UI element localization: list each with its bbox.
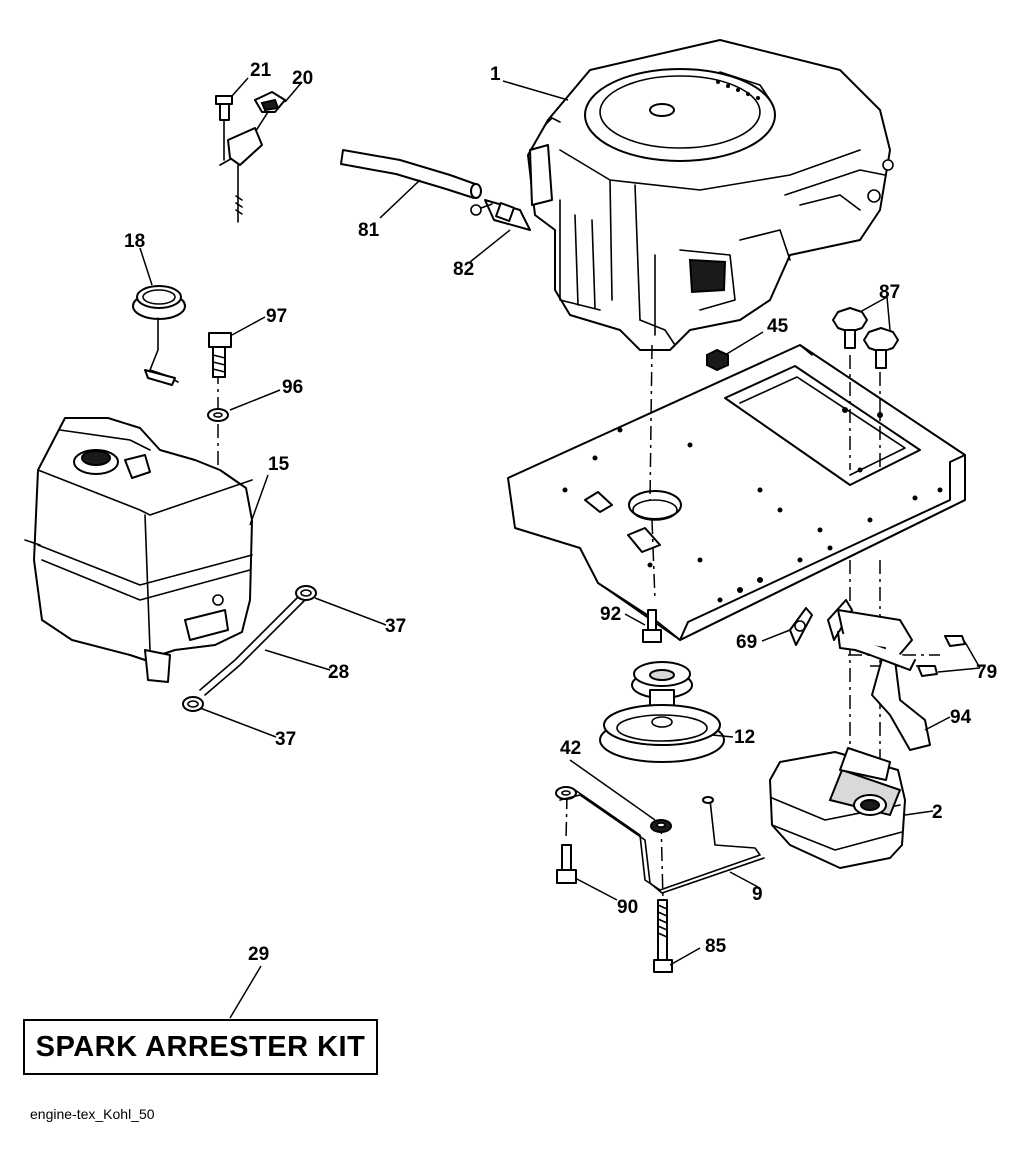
callout-37-bottom: 37 xyxy=(275,729,296,750)
callout-94: 94 xyxy=(950,707,972,728)
callout-2: 2 xyxy=(932,802,943,823)
callout-92: 92 xyxy=(600,604,621,625)
spark-arrester-kit-label: SPARK ARRESTER KIT xyxy=(35,1030,366,1063)
callout-87: 87 xyxy=(879,282,900,303)
bolt-90 xyxy=(556,844,577,884)
bolt-92 xyxy=(642,609,662,643)
callout-15: 15 xyxy=(268,454,290,475)
callout-82: 82 xyxy=(453,259,474,280)
callout-1: 1 xyxy=(490,64,501,85)
callout-90: 90 xyxy=(617,897,638,918)
fuel-line xyxy=(340,149,482,199)
engine-cooling-vents-icon xyxy=(716,80,760,100)
callout-97: 97 xyxy=(266,306,287,327)
callout-45: 45 xyxy=(767,316,789,337)
callout-42: 42 xyxy=(560,738,581,759)
pulley xyxy=(599,661,725,763)
callout-79: 79 xyxy=(976,662,997,683)
muffler xyxy=(769,747,906,869)
callout-20: 20 xyxy=(292,68,313,89)
spark-arrester-kit-box: SPARK ARRESTER KIT xyxy=(23,1019,378,1075)
rod-bracket xyxy=(555,786,765,894)
fuel-tank xyxy=(24,417,253,683)
callout-18: 18 xyxy=(124,231,145,252)
washer-42 xyxy=(650,819,672,833)
callout-85: 85 xyxy=(705,936,727,957)
engine xyxy=(527,39,894,351)
exhaust-screws xyxy=(917,635,966,677)
bolt-97 xyxy=(208,332,232,378)
callout-9: 9 xyxy=(752,884,763,905)
nut xyxy=(706,348,729,372)
fuel-filter xyxy=(470,199,531,231)
throttle-bracket xyxy=(215,91,286,223)
chassis-holes xyxy=(562,407,943,603)
callout-12: 12 xyxy=(734,727,755,748)
callout-labels: 1 81 82 21 20 18 97 96 15 37 28 37 45 87… xyxy=(124,60,997,965)
exhaust-pipe xyxy=(837,609,931,751)
bolt-85 xyxy=(653,899,673,973)
callout-37-top: 37 xyxy=(385,616,406,637)
callout-29: 29 xyxy=(248,944,269,965)
fuel-cap xyxy=(132,285,186,386)
chassis-plate xyxy=(507,344,966,641)
callout-96: 96 xyxy=(282,377,303,398)
knob-bolts xyxy=(832,307,899,369)
callout-69: 69 xyxy=(736,632,757,653)
hose-clamps xyxy=(182,585,317,712)
file-reference: engine-tex_Kohl_50 xyxy=(30,1106,155,1122)
washer-96 xyxy=(207,408,229,422)
callout-28: 28 xyxy=(328,662,349,683)
fuel-hose xyxy=(199,594,306,696)
callout-81: 81 xyxy=(358,220,380,241)
leader-lines xyxy=(139,77,981,1019)
callout-21: 21 xyxy=(250,60,272,81)
